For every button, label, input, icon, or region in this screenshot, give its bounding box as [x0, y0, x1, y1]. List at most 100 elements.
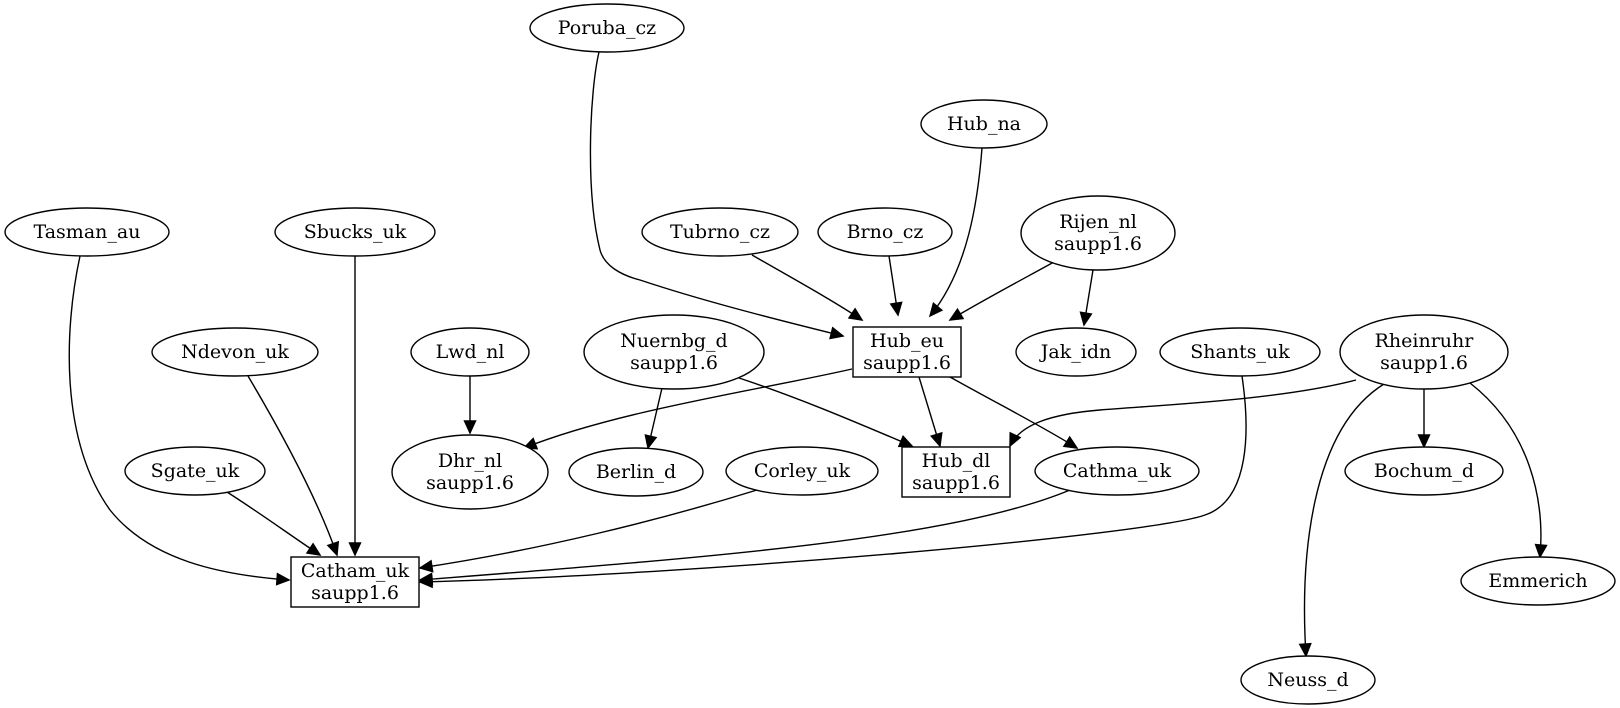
node-label: Hub_eu	[870, 330, 944, 352]
arrowhead	[463, 420, 477, 435]
node-sbucks: Sbucks_uk	[274, 207, 436, 257]
edge-poruba-to-hubeu	[589, 51, 845, 340]
node-bochum: Bochum_d	[1344, 446, 1504, 496]
node-lwd: Lwd_nl	[410, 327, 530, 377]
node-label: Tubrno_cz	[670, 221, 770, 243]
node-ellipse	[920, 99, 1048, 149]
node-ellipse	[151, 327, 319, 377]
node-cathma: Cathma_uk	[1034, 446, 1200, 496]
edge-lwd-to-dhr	[463, 376, 477, 435]
arrowhead	[644, 434, 658, 450]
arrowhead	[418, 575, 433, 589]
edge-hubna-to-hubeu	[928, 147, 983, 318]
node-label: saupp1.6	[311, 582, 399, 604]
arrowhead	[305, 542, 322, 556]
edge-cathma-to-catham	[418, 489, 1071, 586]
node-ellipse	[583, 314, 765, 390]
arrowhead	[847, 307, 864, 321]
edge-line	[929, 147, 983, 317]
edges-layer	[68, 51, 1548, 658]
node-brno: Brno_cz	[817, 207, 953, 257]
node-ellipse	[274, 207, 436, 257]
node-box	[901, 446, 1011, 498]
arrowhead	[1009, 431, 1022, 448]
node-berlin: Berlin_d	[568, 447, 704, 497]
node-label: Tasman_au	[34, 221, 141, 243]
node-ellipse	[529, 3, 685, 53]
node-corley: Corley_uk	[725, 446, 879, 496]
node-label: saupp1.6	[1380, 352, 1468, 374]
edge-line	[1469, 382, 1542, 558]
node-ellipse	[1015, 327, 1137, 377]
node-tasman: Tasman_au	[4, 207, 170, 257]
arrowhead	[1534, 543, 1548, 559]
edge-sgate-to-catham	[226, 491, 322, 556]
node-label: Catham_uk	[301, 560, 410, 582]
edge-line	[589, 51, 844, 337]
edge-hubeu-to-hubdl	[918, 376, 943, 448]
arrowhead	[348, 542, 362, 557]
node-ndevon: Ndevon_uk	[151, 327, 319, 377]
node-label: Dhr_nl	[438, 450, 502, 472]
edge-tasman-to-catham	[68, 255, 291, 586]
arrowhead	[889, 301, 903, 317]
node-label: Hub_dl	[922, 450, 991, 472]
edge-line	[1009, 379, 1357, 447]
arrowhead	[326, 540, 340, 557]
node-ellipse	[410, 327, 530, 377]
node-emmerich: Emmerich	[1460, 556, 1616, 606]
edge-line	[523, 368, 853, 449]
node-label: Poruba_cz	[558, 17, 656, 39]
node-label: Nuernbg_d	[620, 330, 727, 352]
edge-line	[419, 375, 1247, 583]
node-ellipse	[1339, 314, 1509, 390]
node-tubrno: Tubrno_cz	[641, 207, 799, 257]
node-label: saupp1.6	[630, 352, 718, 374]
node-ellipse	[641, 207, 799, 257]
node-ellipse	[1159, 327, 1321, 377]
arrowhead	[929, 431, 943, 448]
node-poruba: Poruba_cz	[529, 3, 685, 53]
node-label: Jak_idn	[1039, 341, 1111, 363]
edge-rheinruhr-to-emmerich	[1469, 382, 1548, 559]
edge-rheinruhr-to-bochum	[1417, 389, 1431, 449]
edge-ndevon-to-catham	[247, 375, 340, 557]
node-ellipse	[4, 207, 170, 257]
node-shants: Shants_uk	[1159, 327, 1321, 377]
node-ellipse	[1020, 195, 1176, 271]
edge-line	[949, 376, 1078, 449]
edge-rheinruhr-to-neuss	[1298, 383, 1385, 658]
edge-rijen-to-hubeu	[948, 261, 1055, 321]
node-label: saupp1.6	[426, 472, 514, 494]
node-ellipse	[124, 446, 266, 496]
node-label: Berlin_d	[596, 461, 676, 483]
node-label: saupp1.6	[912, 472, 1000, 494]
arrowhead	[1417, 434, 1431, 449]
node-label: Sbucks_uk	[304, 221, 407, 243]
node-label: Lwd_nl	[436, 341, 505, 363]
node-sgate: Sgate_uk	[124, 446, 266, 496]
node-label: Rijen_nl	[1059, 211, 1137, 233]
edge-line	[751, 254, 863, 321]
node-label: saupp1.6	[1054, 233, 1142, 255]
edge-rijen-to-jak	[1079, 269, 1094, 327]
arrowhead	[928, 302, 944, 318]
edge-hubeu-to-cathma	[949, 376, 1079, 449]
arrowhead	[418, 559, 434, 573]
edge-tubrno-to-hubeu	[751, 254, 864, 321]
arrowhead	[829, 326, 845, 340]
node-box	[290, 556, 420, 608]
edge-line	[419, 489, 758, 569]
arrowhead	[1062, 435, 1079, 449]
edge-nuernbg-to-hubdl	[735, 376, 914, 448]
node-hubna: Hub_na	[920, 99, 1048, 149]
node-label: Corley_uk	[754, 460, 851, 482]
node-label: Sgate_uk	[151, 460, 240, 482]
node-label: Neuss_d	[1267, 669, 1348, 691]
